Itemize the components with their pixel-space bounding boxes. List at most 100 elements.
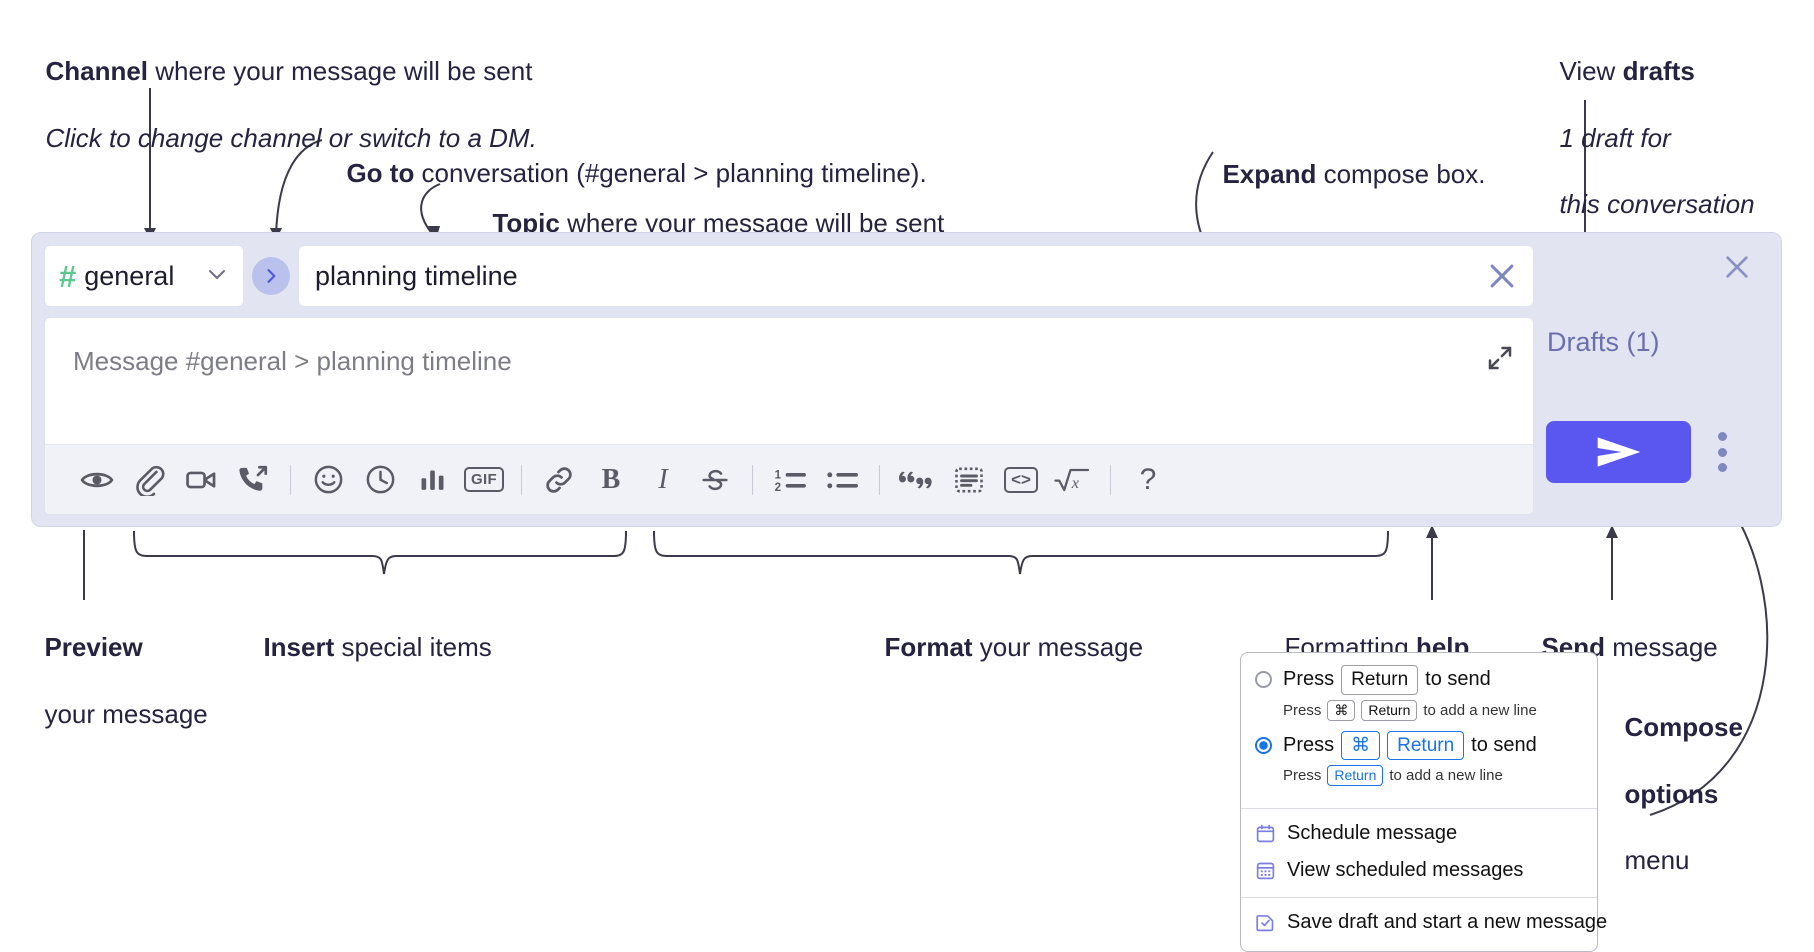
blockquote-icon[interactable]: [891, 454, 943, 506]
annotation-drafts-bold: drafts: [1622, 56, 1695, 87]
menu-item-view-scheduled-messages[interactable]: View scheduled messages: [1241, 852, 1597, 889]
opt2-sub-pre: Press: [1283, 767, 1322, 785]
annotation-preview-bold: Preview: [44, 632, 143, 663]
annotation-expand-rest: compose box.: [1316, 159, 1486, 190]
attachment-icon[interactable]: [123, 454, 175, 506]
topic-value: planning timeline: [315, 260, 518, 291]
opt2-main-pre: Press: [1283, 733, 1335, 756]
annotation-format-bold: Format: [884, 632, 973, 663]
more-vertical-icon[interactable]: [1708, 432, 1736, 472]
menu-item-label: View scheduled messages: [1287, 859, 1524, 882]
key-return: Return: [1361, 699, 1418, 721]
annotation-format-rest: your message: [972, 632, 1144, 663]
formatting-toolbar: GIF B I: [45, 444, 1533, 514]
annotation-channel-italic: Click to change channel or switch to a D…: [45, 122, 537, 153]
annotation-drafts-italic-2: this conversation: [1559, 189, 1755, 220]
opt2-main-post: to send: [1471, 733, 1537, 756]
compose-options-menu: Press Return to send Press ⌘ Return to a…: [1240, 652, 1607, 952]
key-return: Return: [1341, 665, 1419, 695]
menu-item-label: Save draft and start a new message: [1287, 911, 1608, 934]
toolbar-separator: [290, 464, 291, 495]
channel-name: general: [84, 260, 175, 291]
strikethrough-icon[interactable]: [689, 454, 741, 506]
compose-header-row: # general planning timeline: [44, 245, 1534, 307]
annotation-expand: Expand compose box.: [1208, 125, 1485, 192]
toolbar-separator: [879, 464, 880, 495]
save-draft-icon: [1255, 912, 1276, 933]
channel-selector[interactable]: # general: [44, 245, 244, 307]
annotation-drafts-italic-1: 1 draft for: [1559, 122, 1671, 153]
annotation-topic: Topic where your message will be sent: [478, 174, 944, 241]
menu-item-save-draft[interactable]: Save draft and start a new message: [1241, 904, 1607, 941]
menu-divider: [1241, 897, 1597, 899]
svg-text:x: x: [1071, 474, 1080, 492]
drafts-link[interactable]: Drafts (1): [1547, 327, 1660, 357]
bold-icon[interactable]: B: [601, 463, 621, 495]
annotation-drafts: View drafts 1 draft for this conversatio…: [1545, 22, 1755, 222]
compose-right-rail: Drafts (1): [1546, 233, 1771, 528]
spacer: [1241, 786, 1597, 796]
annotation-compose-options: Compose options menu: [1610, 678, 1743, 878]
annotation-expand-bold: Expand: [1222, 159, 1317, 190]
chevron-down-icon: [205, 262, 229, 291]
opt1-main-post: to send: [1425, 668, 1491, 691]
opt2-sub-post: to add a new line: [1389, 767, 1503, 785]
message-input-area[interactable]: Message #general > planning timeline: [44, 317, 1534, 515]
expand-icon[interactable]: [1485, 343, 1515, 378]
opt1-main-pre: Press: [1283, 668, 1335, 691]
topic-input[interactable]: planning timeline: [298, 245, 1534, 307]
svg-text:1: 1: [775, 469, 782, 481]
code-block-icon[interactable]: [943, 454, 995, 506]
annotation-format: Format your message: [870, 598, 1143, 665]
send-icon: [1597, 437, 1640, 467]
goto-conversation-button[interactable]: [252, 257, 290, 295]
bulleted-list-icon[interactable]: [816, 454, 868, 506]
annotation-insert-bold: Insert: [263, 632, 335, 663]
ordered-list-icon[interactable]: 1 2: [764, 454, 816, 506]
gif-icon[interactable]: GIF: [458, 454, 510, 506]
annotation-compose-options-rest: menu: [1624, 845, 1690, 876]
annotation-compose-options-bold-1: Compose: [1624, 712, 1743, 743]
key-return: Return: [1387, 730, 1465, 761]
chevron-right-icon: [267, 269, 276, 283]
emoji-icon[interactable]: [302, 454, 354, 506]
preview-icon[interactable]: [71, 454, 123, 506]
message-placeholder: Message #general > planning timeline: [73, 346, 512, 376]
toolbar-separator: [521, 464, 522, 495]
annotation-insert: Insert special items: [249, 598, 492, 665]
send-button[interactable]: [1546, 421, 1691, 483]
help-icon[interactable]: ?: [1139, 462, 1157, 496]
clock-icon[interactable]: [354, 454, 406, 506]
annotation-drafts-lead: View: [1559, 56, 1623, 87]
opt1-sub-post: to add a new line: [1423, 701, 1537, 719]
italic-icon[interactable]: I: [658, 463, 668, 495]
radio-cmd-return[interactable]: [1255, 736, 1272, 754]
key-command: ⌘: [1341, 730, 1381, 761]
audio-call-icon[interactable]: [227, 454, 279, 506]
send-option-cmd-return-main: Press ⌘ Return to send: [1283, 730, 1537, 761]
send-option-return-sub: Press ⌘ Return to add a new line: [1283, 699, 1537, 721]
send-option-cmd-return[interactable]: Press ⌘ Return to send Press Return to a…: [1241, 730, 1597, 787]
poll-icon[interactable]: [406, 454, 458, 506]
math-icon[interactable]: x: [1047, 454, 1099, 506]
send-option-return[interactable]: Press Return to send Press ⌘ Return to a…: [1241, 665, 1597, 721]
key-return: Return: [1327, 765, 1384, 787]
link-icon[interactable]: [533, 454, 585, 506]
menu-item-schedule-message[interactable]: Schedule message: [1241, 815, 1597, 852]
close-icon[interactable]: [1485, 259, 1519, 293]
video-icon[interactable]: [175, 454, 227, 506]
compose-panel: # general planning timeline Message #gen…: [31, 232, 1782, 527]
menu-divider: [1241, 808, 1597, 810]
annotation-channel-rest: where your message will be sent: [148, 56, 533, 87]
key-command: ⌘: [1327, 699, 1356, 721]
send-option-return-main: Press Return to send: [1283, 665, 1537, 695]
annotation-channel: Channel where your message will be sent …: [31, 22, 537, 155]
compose-inner: # general planning timeline Message #gen…: [44, 245, 1534, 515]
menu-item-label: Schedule message: [1287, 822, 1458, 845]
close-icon[interactable]: [1721, 251, 1753, 288]
annotation-channel-bold: Channel: [45, 56, 149, 87]
radio-return[interactable]: [1255, 671, 1272, 688]
code-icon[interactable]: <>: [995, 454, 1047, 506]
toolbar-separator: [1110, 464, 1111, 495]
annotation-insert-rest: special items: [334, 632, 492, 663]
